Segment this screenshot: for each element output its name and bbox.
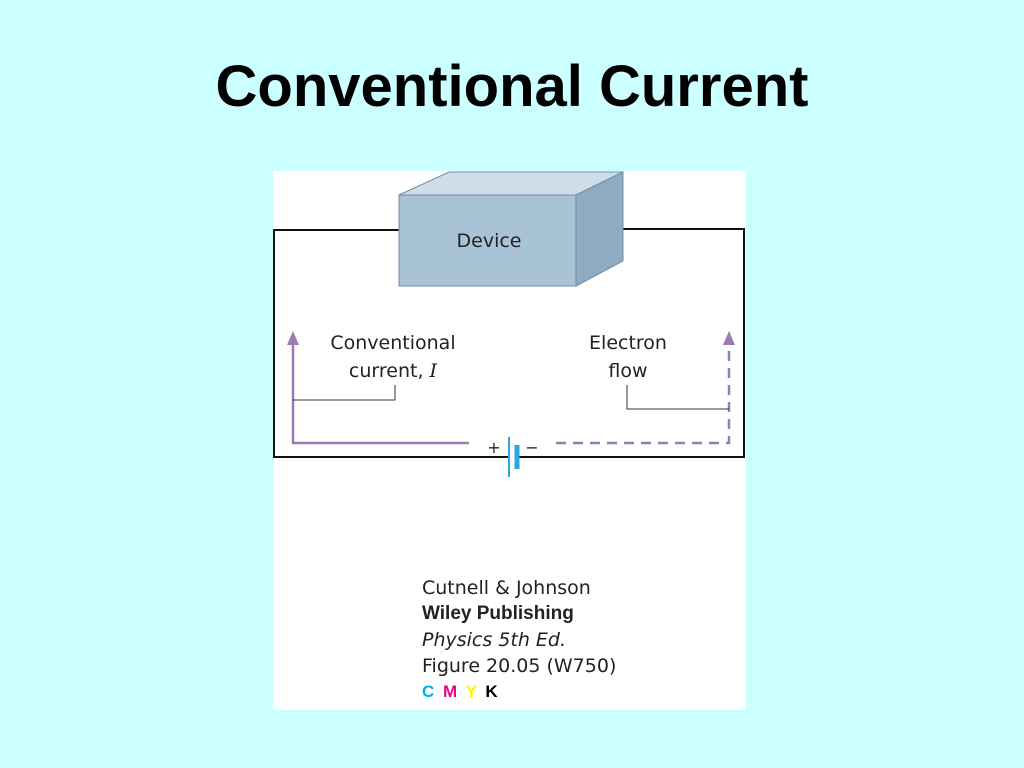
credit-publisher: Wiley Publishing bbox=[422, 603, 574, 624]
circuit-wire-left bbox=[273, 229, 509, 458]
cmyk-y: Y bbox=[465, 682, 479, 701]
circuit-diagram: Device + − Conventional current, I Elect… bbox=[273, 171, 745, 477]
electron-flow-label-line2: flow bbox=[608, 360, 647, 382]
cmyk-color-marks: C M Y K bbox=[422, 679, 616, 705]
conventional-current-label-line1: Conventional bbox=[330, 332, 455, 354]
electron-flow-arrow bbox=[556, 341, 731, 445]
slide-title: Conventional Current bbox=[215, 54, 809, 119]
device-label: Device bbox=[457, 230, 522, 252]
cmyk-m: M bbox=[443, 682, 460, 701]
circuit-wire-right bbox=[519, 228, 745, 458]
credit-author: Cutnell & Johnson bbox=[422, 577, 591, 599]
credit-edition: Physics 5th Ed. bbox=[422, 629, 567, 651]
figure-credits: Cutnell & Johnson Wiley Publishing Physi… bbox=[422, 575, 616, 705]
battery-minus-sign: − bbox=[525, 438, 538, 457]
figure-panel: Device + − Conventional current, I Elect… bbox=[273, 171, 746, 710]
cmyk-k: K bbox=[485, 682, 500, 701]
cmyk-c: C bbox=[422, 682, 437, 701]
device-box-front bbox=[398, 194, 577, 287]
credit-figure-number: Figure 20.05 (W750) bbox=[422, 655, 617, 677]
electron-flow-label-line1: Electron bbox=[589, 332, 667, 354]
current-symbol: I bbox=[429, 360, 438, 382]
battery-plus-sign: + bbox=[487, 438, 500, 457]
electron-flow-arrowhead bbox=[723, 331, 735, 345]
conventional-current-leader bbox=[293, 385, 396, 401]
electron-flow-leader bbox=[626, 385, 729, 410]
conventional-current-arrow bbox=[291, 339, 469, 445]
conventional-current-label-line2: current, I bbox=[349, 360, 438, 382]
conventional-current-text: current, bbox=[349, 360, 430, 382]
conventional-current-arrowhead bbox=[287, 331, 299, 345]
